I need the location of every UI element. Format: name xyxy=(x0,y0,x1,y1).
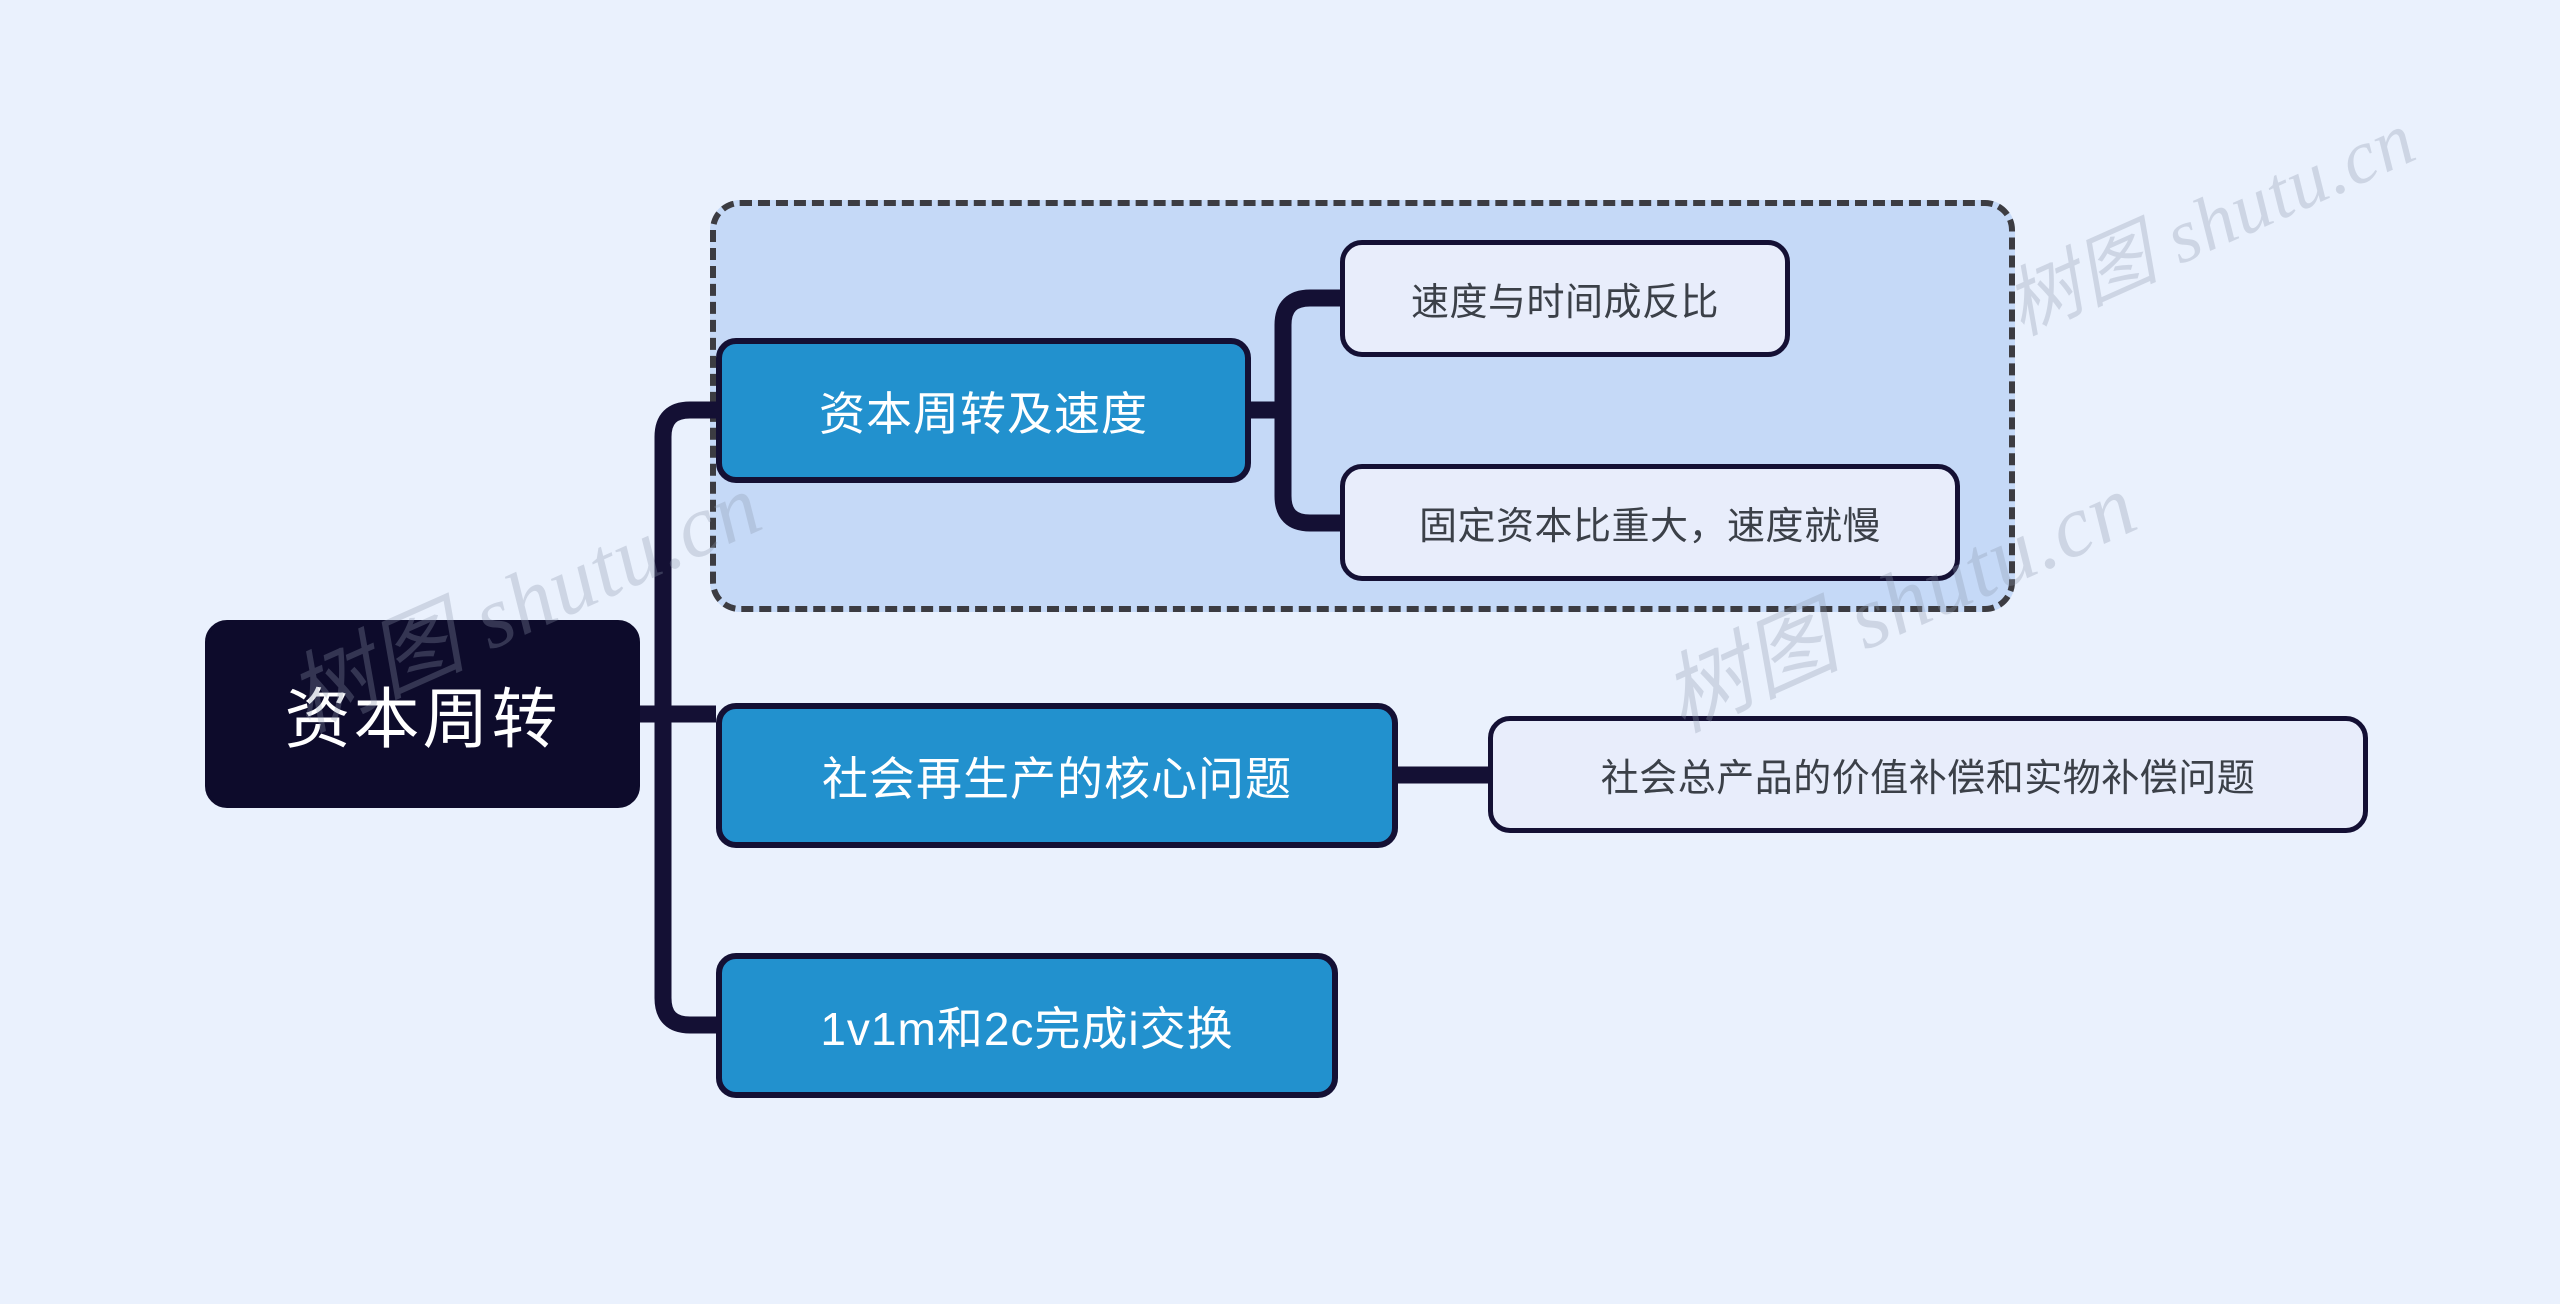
node-leaf-label: 速度与时间成反比 xyxy=(1410,282,1719,324)
node-leaf-label: 社会总产品的价值补偿和实物补偿问题 xyxy=(1600,758,2256,800)
node-branch-1v1m-2c-exchange[interactable]: 1v1m和2c完成i交换 xyxy=(716,953,1338,1098)
node-leaf-speed-inverse-time[interactable]: 速度与时间成反比 xyxy=(1340,240,1790,357)
node-leaf-label: 固定资本比重大，速度就慢 xyxy=(1418,506,1881,548)
node-branch-label: 1v1m和2c完成i交换 xyxy=(820,1002,1234,1055)
node-branch-label: 社会再生产的核心问题 xyxy=(822,752,1292,805)
watermark-text: 树图 shutu.cn xyxy=(1993,96,2428,351)
node-branch-core-problem-social-reproduction[interactable]: 社会再生产的核心问题 xyxy=(716,703,1398,848)
node-leaf-value-physical-compensation[interactable]: 社会总产品的价值补偿和实物补偿问题 xyxy=(1488,716,2368,833)
node-root-label: 资本周转 xyxy=(284,682,561,756)
node-root[interactable]: 资本周转 xyxy=(205,620,640,808)
node-branch-capital-turnover-speed[interactable]: 资本周转及速度 xyxy=(716,338,1251,483)
node-leaf-fixed-capital-slow[interactable]: 固定资本比重大，速度就慢 xyxy=(1340,464,1960,581)
node-branch-label: 资本周转及速度 xyxy=(819,387,1148,440)
